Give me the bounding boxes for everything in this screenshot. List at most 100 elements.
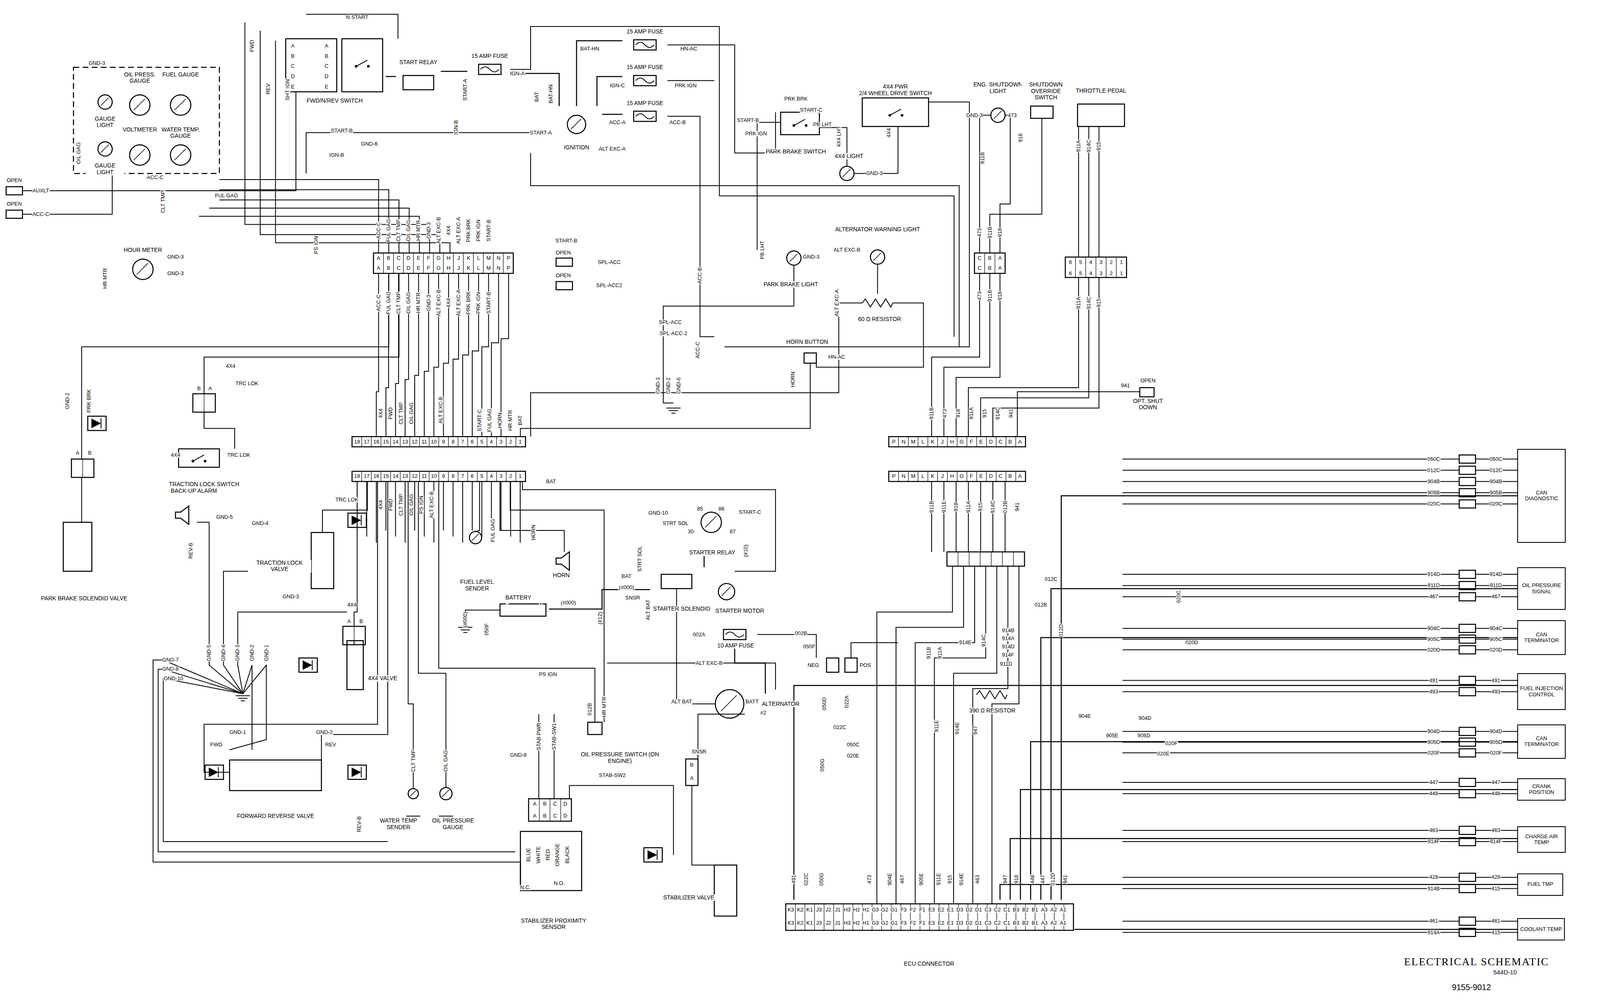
wire-label: (#12) bbox=[597, 611, 603, 625]
wire-label: SNSR bbox=[624, 595, 641, 601]
wire-label: 461 bbox=[1428, 918, 1439, 925]
wire-label: F3 bbox=[900, 907, 908, 913]
wire-label: TRC LOK bbox=[226, 452, 251, 458]
wire-label: STRT SOL bbox=[662, 520, 689, 527]
wire-label: 5 bbox=[480, 473, 484, 480]
component-label: ENG. SHUTDOWN LIGHT bbox=[972, 81, 1024, 95]
wire-label: P bbox=[891, 439, 897, 445]
wire-label: 447 bbox=[1428, 780, 1439, 786]
wire-label: IGN-C bbox=[609, 83, 626, 89]
component-label: COOLANT TEMP bbox=[1519, 926, 1564, 933]
needle bbox=[100, 97, 109, 106]
wire-label: F bbox=[969, 439, 974, 445]
wire-label: C bbox=[977, 265, 982, 272]
wire bbox=[163, 660, 243, 694]
connector-pin-divider bbox=[956, 436, 958, 447]
wire-label: BLUE bbox=[526, 847, 532, 863]
diode-symbol bbox=[648, 850, 658, 861]
wire-label: GND-2 bbox=[249, 644, 255, 662]
wire bbox=[819, 127, 848, 167]
connector-pin-divider bbox=[486, 471, 488, 482]
wire bbox=[1122, 470, 1460, 471]
wire-label: + bbox=[538, 601, 543, 607]
wire-label: F bbox=[426, 265, 431, 272]
wire-label: 85 bbox=[696, 506, 704, 512]
connector-pin-divider bbox=[403, 252, 404, 274]
wire-label: 914E bbox=[954, 721, 960, 736]
wire-label: 915 bbox=[1096, 298, 1102, 308]
connector-pin-divider bbox=[515, 436, 517, 447]
connector-block bbox=[685, 759, 699, 786]
wire-label: HR MTR bbox=[415, 292, 422, 314]
wire-label: C bbox=[396, 255, 401, 261]
wire bbox=[366, 481, 368, 537]
component-outline bbox=[556, 281, 573, 290]
wire-connector bbox=[999, 884, 1518, 901]
wire-label: GND-6 bbox=[360, 141, 379, 147]
wire bbox=[443, 481, 445, 531]
wire bbox=[438, 481, 595, 723]
connector-block bbox=[1459, 676, 1476, 685]
wire-label: 2 bbox=[1109, 259, 1113, 265]
component-label: CHARGE AIR TEMP bbox=[1518, 833, 1565, 846]
wire-label: HORN bbox=[497, 412, 503, 429]
connector-pin-divider bbox=[380, 471, 382, 482]
wire-label: D2 bbox=[965, 907, 973, 913]
wire-label: 918 bbox=[955, 408, 961, 419]
wire-label: 022A bbox=[844, 695, 850, 709]
connector-pin-divider bbox=[804, 903, 805, 931]
wire bbox=[81, 273, 389, 460]
component-label: 390 Ω RESISTOR bbox=[968, 707, 1017, 714]
wire-label: K bbox=[930, 473, 935, 480]
fuse-body bbox=[633, 39, 656, 51]
wire-label: SNSR bbox=[691, 749, 707, 755]
ground-symbol bbox=[240, 700, 246, 702]
diode-housing bbox=[348, 765, 367, 780]
wire bbox=[395, 481, 397, 537]
wire-label: 914C bbox=[980, 634, 987, 648]
wire-label: 914A bbox=[1001, 636, 1015, 642]
wire-label: E2 bbox=[937, 907, 945, 913]
wire-label: A bbox=[75, 450, 80, 456]
wire-label: H3 bbox=[843, 920, 851, 927]
connector-block bbox=[1459, 778, 1476, 787]
component: STARTER MOTOR bbox=[712, 581, 768, 615]
wire-label: 13 bbox=[401, 473, 409, 480]
connector-pin-divider bbox=[448, 436, 449, 447]
wire-label: 914C bbox=[990, 500, 996, 515]
wire-label: ALT EXC-A bbox=[456, 216, 462, 245]
wire-label: 905D bbox=[1427, 739, 1441, 745]
wire-label: CLT TMP bbox=[410, 749, 416, 773]
wire-label: A bbox=[997, 255, 1003, 261]
wire-label: 020C bbox=[1175, 590, 1182, 604]
wire bbox=[306, 14, 399, 39]
wire-label: START-C bbox=[738, 509, 762, 515]
wire bbox=[465, 610, 500, 625]
wire-label: 11 bbox=[421, 473, 428, 480]
connector-pin-divider bbox=[443, 252, 444, 274]
wire-label: L bbox=[476, 265, 481, 272]
fuse-element bbox=[635, 113, 654, 119]
wire-label: J bbox=[456, 255, 461, 261]
wire-label: 911E bbox=[936, 873, 942, 887]
component-label: GAUGE LIGHT bbox=[85, 162, 125, 176]
wire-label: GND-10 bbox=[163, 675, 184, 682]
wire-label: P bbox=[891, 473, 897, 480]
wire-label: 012C bbox=[1427, 467, 1441, 474]
diode-symbol bbox=[91, 418, 101, 429]
wire-label: D bbox=[324, 73, 329, 80]
wire-label: 448 bbox=[1030, 874, 1036, 885]
wire-label: GND-2 bbox=[315, 730, 334, 736]
wire-label: 911B bbox=[929, 500, 935, 514]
connector-pin-divider bbox=[457, 471, 459, 482]
wire-label: 905D bbox=[1137, 732, 1151, 739]
wire-label: 544D-10 bbox=[1492, 969, 1518, 976]
component-label: 15 AMP FUSE bbox=[470, 52, 510, 60]
component-label: STABILIZER VALVE bbox=[662, 894, 716, 901]
connector-pin-divider bbox=[390, 471, 391, 482]
wire-label: E bbox=[978, 473, 984, 480]
wire-label: E1 bbox=[946, 907, 955, 913]
wire-label: C bbox=[998, 439, 1003, 445]
wire-label: 16 bbox=[372, 439, 380, 445]
fuse-body bbox=[478, 64, 501, 75]
